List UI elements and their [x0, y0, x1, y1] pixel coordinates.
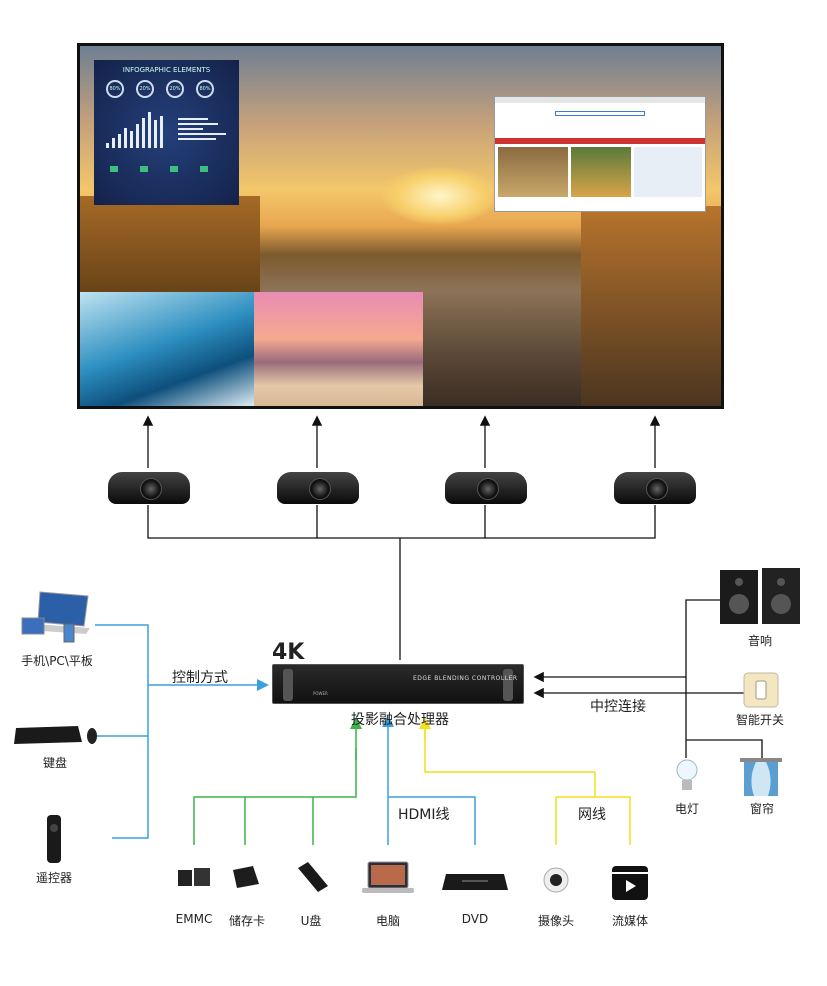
- laptop-tablet-phone-icon: [21, 591, 90, 643]
- edge-blending-controller: EDGE BLENDING CONTROLLER POWER: [272, 664, 524, 704]
- ring-3: 20%: [166, 80, 184, 98]
- memory-card-icon: [233, 866, 259, 888]
- device-label-light: 电灯: [674, 802, 700, 816]
- wave-image: [80, 292, 254, 406]
- streaming-media-icon: [612, 866, 648, 900]
- speaker-icon: [720, 568, 800, 624]
- device-label-keyboard: 键盘: [42, 756, 68, 770]
- power-label: POWER: [313, 691, 328, 696]
- curtain-icon: [740, 758, 782, 796]
- ring-4: 80%: [196, 80, 214, 98]
- device-label-mobile-pc-tablet: 手机\PC\平板: [21, 654, 93, 668]
- device-label-curtain: 窗帘: [749, 802, 775, 816]
- central-control-label: 中控连接: [590, 699, 646, 715]
- controller-label: 投影融合处理器: [351, 712, 449, 728]
- 4k-badge: 4K: [272, 640, 305, 665]
- device-label-memory-card: 储存卡: [228, 914, 266, 928]
- browser-window: [494, 96, 706, 212]
- usb-drive-icon: [298, 862, 328, 892]
- sunset-sun: [380, 166, 500, 226]
- projector-4: [614, 472, 696, 504]
- network-cable-label: 网线: [578, 807, 606, 823]
- infographic-title: INFOGRAPHIC ELEMENTS: [122, 66, 211, 74]
- hdmi-label: HDMI线: [398, 807, 450, 823]
- ring-1: 80%: [106, 80, 124, 98]
- device-label-dvd: DVD: [461, 912, 489, 926]
- ring-2: 20%: [136, 80, 154, 98]
- dvd-player-icon: [442, 874, 508, 890]
- keyboard-mouse-icon: [14, 726, 97, 744]
- smart-switch-icon: [743, 672, 779, 708]
- device-label-streaming: 流媒体: [611, 914, 649, 928]
- device-label-speaker: 音响: [747, 634, 773, 648]
- projector-1: [108, 472, 190, 504]
- device-label-camera: 摄像头: [537, 914, 575, 928]
- emmc-chip-icon: [178, 868, 210, 886]
- projector-2: [277, 472, 359, 504]
- device-label-remote: 遥控器: [35, 871, 73, 885]
- infographic-window: INFOGRAPHIC ELEMENTS 80% 20% 20% 80%: [94, 60, 239, 205]
- projector-3: [445, 472, 527, 504]
- projection-screen: INFOGRAPHIC ELEMENTS 80% 20% 20% 80%: [77, 43, 724, 409]
- light-bulb-icon: [676, 759, 698, 790]
- controller-panel-text: EDGE BLENDING CONTROLLER: [413, 675, 518, 682]
- device-label-emmc: EMMC: [175, 912, 213, 926]
- remote-control-icon: [47, 815, 61, 863]
- computer-laptop-icon: [362, 861, 414, 893]
- camera-icon: [543, 867, 569, 893]
- device-label-usb: U盘: [300, 914, 322, 928]
- trees-right: [581, 206, 721, 406]
- infographic-charts: [106, 112, 226, 172]
- control-method-label: 控制方式: [172, 670, 228, 686]
- device-label-computer: 电脑: [375, 914, 401, 928]
- beach-image: [254, 292, 423, 406]
- device-label-smart-switch: 智能开关: [735, 713, 785, 727]
